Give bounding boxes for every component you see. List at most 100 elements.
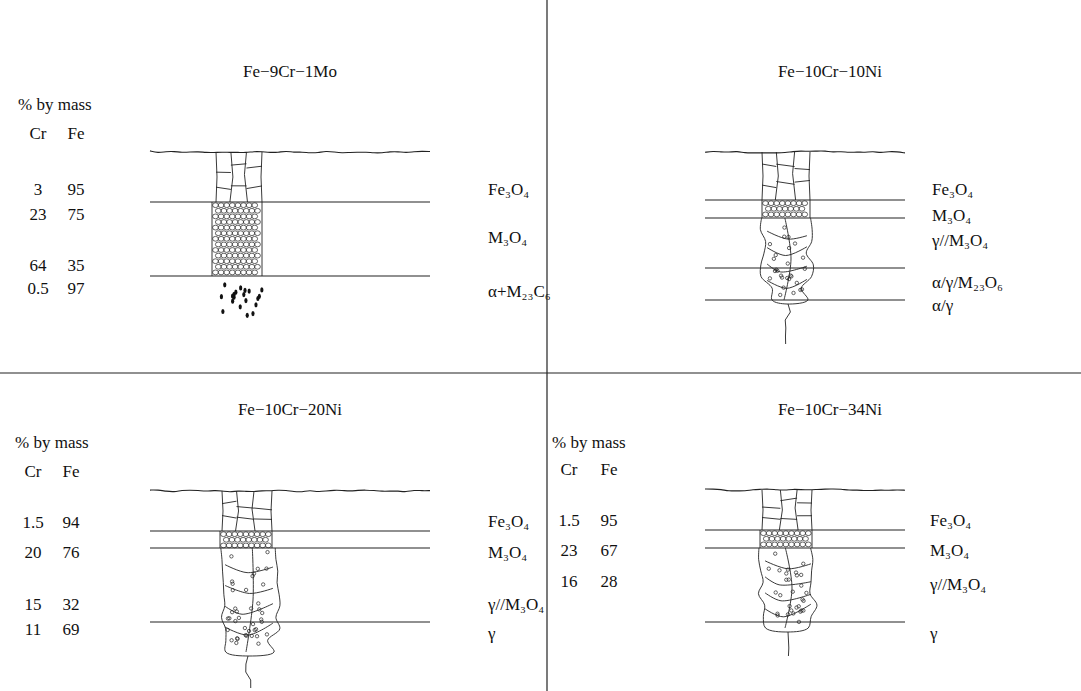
fine-grain <box>769 536 775 541</box>
fine-grain <box>235 270 241 275</box>
fine-grain <box>238 264 244 269</box>
fine-grain <box>249 532 255 537</box>
fine-grain <box>766 542 772 547</box>
fine-grain <box>224 225 230 230</box>
fine-grain <box>227 242 233 247</box>
panel-title: Fe−10Cr−10Ni <box>778 63 882 82</box>
value: 1.5 <box>558 512 579 531</box>
grain-outline <box>221 548 280 656</box>
fine-grain <box>265 543 271 548</box>
panel-title: Fe−10Cr−34Ni <box>778 401 882 420</box>
grain-boundary <box>237 507 255 509</box>
fine-grain <box>238 242 244 247</box>
value: 64 <box>30 257 47 276</box>
fine-grain <box>213 225 219 230</box>
fine-grain <box>229 259 235 264</box>
fine-grain <box>241 270 247 275</box>
fine-grain <box>218 236 224 241</box>
layer-boundary <box>150 201 430 202</box>
layer-boundary <box>705 267 905 268</box>
fine-grain <box>229 203 235 208</box>
value: 0.5 <box>27 280 48 299</box>
layer-boundary <box>150 530 430 531</box>
fine-grain <box>260 532 266 537</box>
carbide-particle <box>260 287 263 292</box>
oxide-particle <box>774 552 777 555</box>
phase-label: Fe₃O₄ <box>930 512 971 531</box>
grain-boundary <box>231 185 247 186</box>
grain-outline <box>760 218 813 304</box>
fine-grain <box>243 242 249 247</box>
fine-grain <box>235 236 241 241</box>
grain-boundary <box>225 604 273 615</box>
fine-grain <box>246 270 252 275</box>
fine-grain <box>783 531 789 536</box>
fine-grain <box>213 259 219 264</box>
oxide-particle <box>250 634 253 637</box>
value: 95 <box>601 512 618 531</box>
scale-surface <box>705 151 905 153</box>
fine-grain <box>255 253 261 258</box>
oxide-particle <box>776 614 779 617</box>
phase-label: Fe₃O₄ <box>488 513 529 532</box>
fine-grain <box>237 543 243 548</box>
oxide-particle <box>785 572 788 575</box>
grain-boundary <box>785 548 792 628</box>
oxide-particle <box>783 226 786 229</box>
carbide-particle <box>223 282 226 287</box>
value: 35 <box>68 257 85 276</box>
fine-grain <box>766 531 772 536</box>
fine-grain <box>237 532 243 537</box>
oxide-particle <box>787 246 790 249</box>
value: 76 <box>63 544 80 563</box>
fine-grain <box>213 214 219 219</box>
fine-grain <box>221 253 227 258</box>
fine-grain <box>777 542 783 547</box>
grain-boundary <box>762 507 780 508</box>
value: 20 <box>25 544 42 563</box>
oxide-particle <box>257 642 260 645</box>
layer-boundary <box>150 547 430 548</box>
panel-divider <box>0 372 1081 373</box>
fine-grain <box>794 531 800 536</box>
carbide-particle <box>244 298 247 303</box>
fine-grain <box>771 206 777 211</box>
fine-grain <box>800 542 806 547</box>
fine-grain <box>215 220 221 225</box>
fine-grain <box>802 201 808 206</box>
fine-grain <box>768 212 774 217</box>
grain-boundary <box>779 490 782 530</box>
oxide-particle <box>779 293 782 296</box>
panel-title: Fe−10Cr−20Ni <box>238 401 342 420</box>
value: 16 <box>561 573 578 592</box>
carbide-particle <box>221 309 224 314</box>
oxide-particle <box>795 574 798 577</box>
fine-grain <box>232 242 238 247</box>
fine-grain <box>226 543 232 548</box>
grain-boundary <box>795 180 810 182</box>
fine-grain <box>226 532 232 537</box>
fine-grain <box>252 248 258 253</box>
layer-boundary <box>705 621 905 622</box>
oxide-particle <box>792 612 795 615</box>
oxide-particle <box>782 286 785 289</box>
value: 32 <box>63 596 80 615</box>
fine-grain <box>213 270 219 275</box>
layer-boundary <box>150 275 430 276</box>
phase-label: M₃O₄ <box>488 544 527 563</box>
fine-grain <box>221 543 227 548</box>
grain-boundary <box>244 152 247 202</box>
oxide-particle <box>235 610 238 613</box>
fine-grain <box>265 532 271 537</box>
oxide-particle <box>228 617 231 620</box>
fine-grain <box>263 537 269 542</box>
fine-grain <box>232 231 238 236</box>
fine-grain <box>785 212 791 217</box>
oxide-particle <box>261 583 264 586</box>
carbide-particle <box>234 290 237 295</box>
grain-boundary <box>780 518 797 520</box>
fine-grain <box>223 537 229 542</box>
grain-boundary <box>216 187 231 189</box>
layer-boundary <box>705 199 905 200</box>
oxide-particle <box>783 235 786 238</box>
